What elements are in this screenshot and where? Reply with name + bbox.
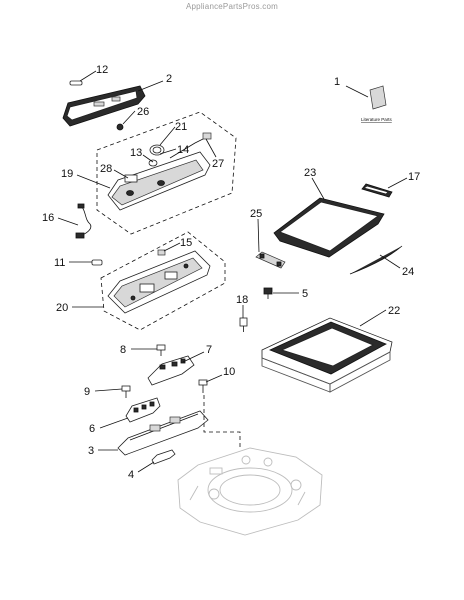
- part-21-knob-ring: [149, 144, 165, 156]
- part-1-literature: Literature Parts: [361, 85, 393, 122]
- leader-23: [311, 177, 325, 200]
- part-11-clip: [91, 259, 103, 266]
- leader-27: [205, 138, 217, 158]
- part-12-screw: [69, 80, 83, 86]
- part-18-screw: [239, 317, 248, 332]
- callout-2: 2: [166, 73, 172, 85]
- part-16-wire-harness: [75, 203, 92, 239]
- callout-28: 28: [100, 163, 112, 175]
- callout-24: 24: [402, 266, 414, 278]
- callout-21: 21: [175, 121, 187, 133]
- leader-4: [137, 461, 155, 473]
- watermark-text: AppliancePartsPros.com: [186, 2, 278, 11]
- part-20-console-base: [107, 250, 211, 314]
- leader-14: [159, 148, 177, 155]
- leader-25: [257, 218, 260, 253]
- washer-top-ghost: [177, 447, 323, 536]
- callout-20: 20: [56, 302, 68, 314]
- bracket-to-top-dashed-line: [203, 395, 241, 450]
- literature-label: Literature Parts: [361, 117, 393, 122]
- callout-26: 26: [137, 106, 149, 118]
- callout-5: 5: [302, 288, 308, 300]
- callout-25: 25: [250, 208, 262, 220]
- part-4-connector: [151, 449, 176, 465]
- leader-21: [159, 126, 176, 146]
- leader-16: [57, 217, 79, 226]
- part-15-clip: [157, 249, 166, 256]
- control-console-dashed-box: [96, 111, 237, 235]
- callout-19: 19: [61, 168, 73, 180]
- leader-13: [142, 154, 154, 163]
- part-13-knob: [148, 159, 158, 167]
- part-9-screw: [121, 385, 131, 398]
- callout-4: 4: [128, 469, 134, 481]
- console-base-dashed-box: [100, 231, 226, 331]
- callout-15: 15: [180, 237, 192, 249]
- callout-3: 3: [88, 445, 94, 457]
- callout-23: 23: [304, 167, 316, 179]
- callout-6: 6: [89, 423, 95, 435]
- part-23-lid: [273, 197, 385, 258]
- callout-27: 27: [212, 158, 224, 170]
- callout-8: 8: [120, 344, 126, 356]
- leader-6: [99, 417, 129, 429]
- callout-18: 18: [236, 294, 248, 306]
- leader-19: [76, 174, 111, 189]
- leader-28: [113, 169, 129, 179]
- leader-24: [379, 254, 401, 269]
- part-14-27-switch-wire: [169, 132, 212, 159]
- callout-17: 17: [408, 171, 420, 183]
- part-19-console-housing: [107, 151, 211, 211]
- part-7-control-board: [147, 355, 195, 386]
- part-10-screw: [198, 379, 208, 393]
- leader-2: [137, 80, 164, 92]
- callout-12: 12: [96, 64, 108, 76]
- callout-16: 16: [42, 212, 54, 224]
- leader-12: [79, 70, 97, 82]
- part-5-screw: [263, 287, 273, 299]
- leader-26: [122, 110, 136, 125]
- part-25-hinge: [255, 251, 286, 269]
- callout-13: 13: [130, 147, 142, 159]
- part-24-lid-strip: [349, 245, 403, 275]
- leader-10: [205, 374, 223, 383]
- part-3-bracket: [117, 410, 209, 456]
- leader-1: [345, 85, 369, 98]
- callout-7: 7: [206, 344, 212, 356]
- callout-11: 11: [54, 257, 65, 269]
- leader-7: [182, 351, 205, 363]
- part-8-screw: [156, 344, 166, 356]
- callout-1: 1: [334, 76, 340, 88]
- leader-15: [163, 242, 181, 252]
- callout-14: 14: [177, 144, 189, 156]
- part-26-clip: [116, 123, 124, 131]
- leader-22: [359, 309, 387, 327]
- callout-22: 22: [388, 305, 400, 317]
- callout-9: 9: [84, 386, 90, 398]
- callout-10: 10: [223, 366, 235, 378]
- part-2-control-panel-trim: [62, 85, 146, 127]
- part-22-top-frame: [261, 317, 393, 393]
- leader-9: [94, 388, 123, 392]
- part-17-lid-hinge: [361, 183, 393, 198]
- part-6-switch: [125, 397, 161, 423]
- leader-17: [387, 177, 408, 189]
